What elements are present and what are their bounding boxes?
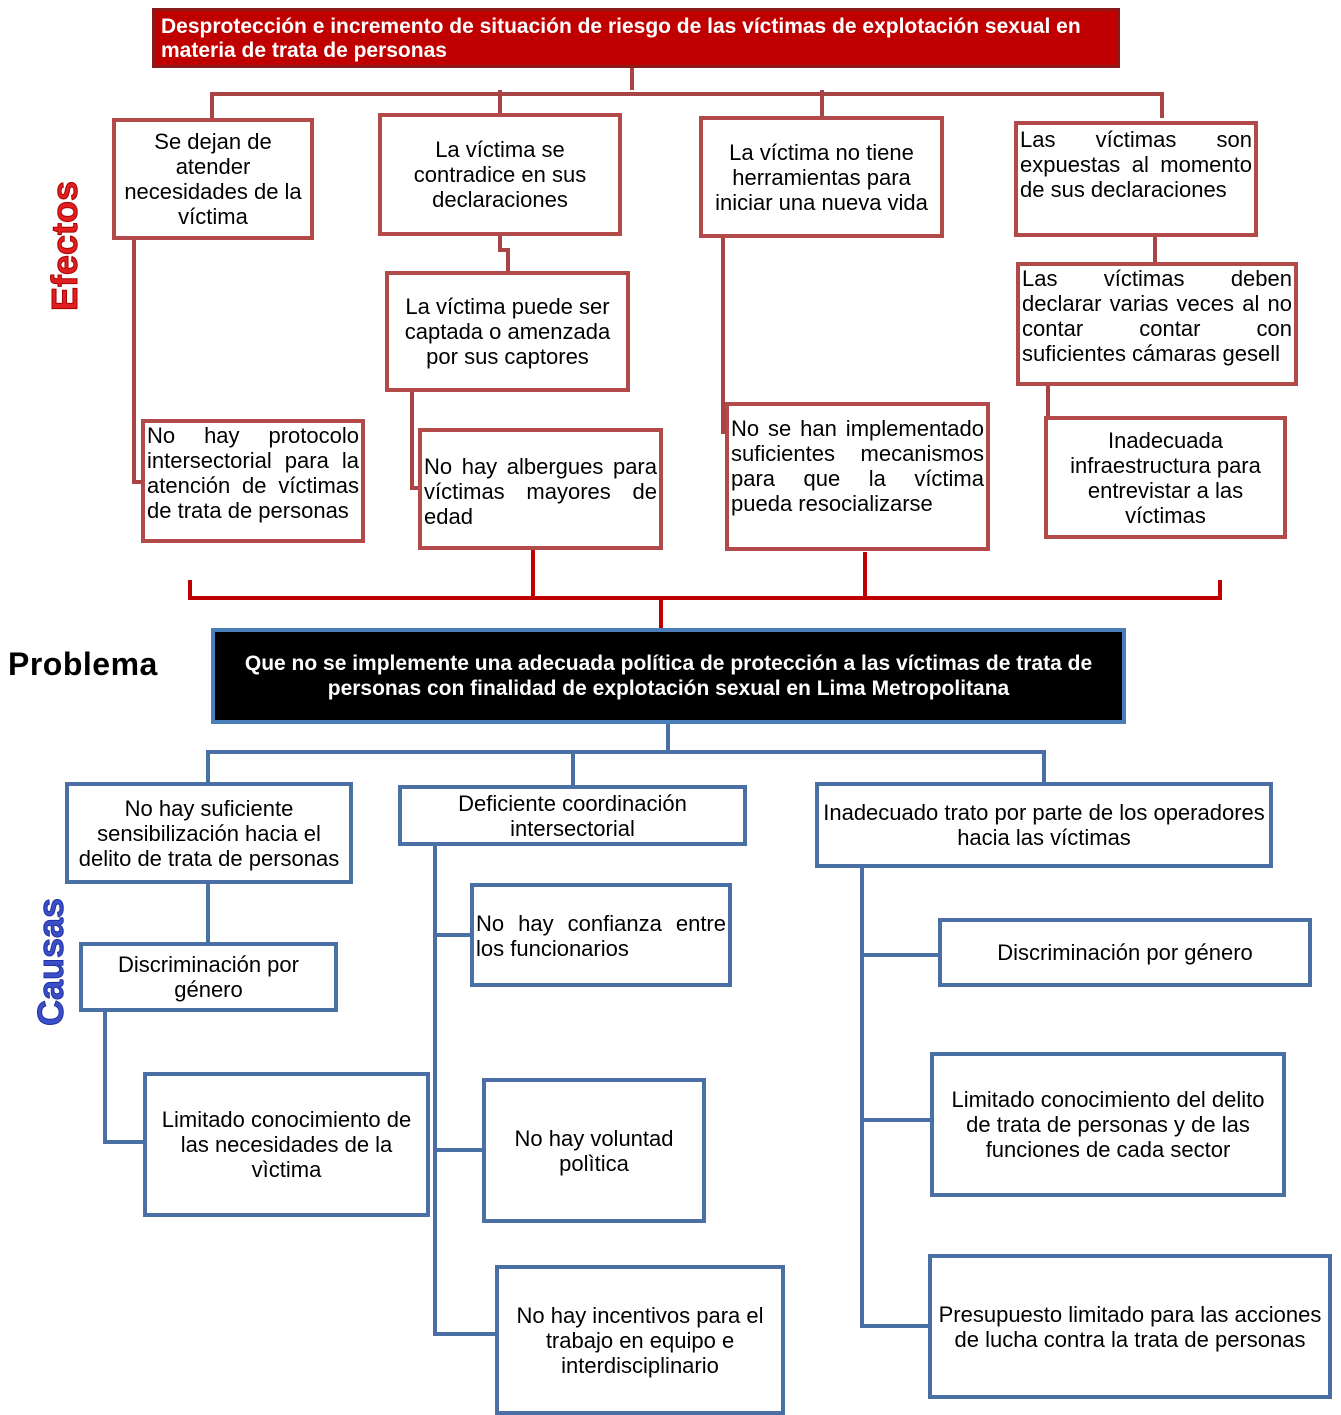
effect-middle-box: Las víctimas deben declarar varias veces… xyxy=(1016,262,1298,386)
effect-middle-box: La víctima puede ser captada o amenzada … xyxy=(385,271,630,392)
problema-label: Problema xyxy=(8,646,158,682)
cause-sub-box: Limitado conocimiento del delito de trat… xyxy=(930,1052,1286,1197)
effect-cause-box: No hay albergues para víctimas mayores d… xyxy=(418,428,663,550)
main-effect-title: Desprotección e incremento de situación … xyxy=(152,8,1120,68)
effect-cause-box: No se han implementado suficientes mecan… xyxy=(725,402,990,551)
cause-sub-box: No hay voluntad polìtica xyxy=(482,1078,706,1223)
effect-cause-box: Inadecuada infraestructura para entrevis… xyxy=(1044,416,1287,539)
cause-head-box: No hay suficiente sensibilización hacia … xyxy=(65,782,353,884)
effect-box: La víctima no tiene herramientas para in… xyxy=(699,116,944,238)
effect-box: La víctima se contradice en sus declarac… xyxy=(378,113,622,236)
cause-sub-box: Limitado conocimiento de las necesidades… xyxy=(143,1072,430,1217)
cause-sub-box: Discriminación por género xyxy=(938,918,1312,987)
effect-box: Las víctimas son expuestas al momento de… xyxy=(1014,121,1258,237)
effect-cause-box: No hay protocolo intersectorial para la … xyxy=(141,419,365,543)
cause-sub-box: No hay incentivos para el trabajo en equ… xyxy=(495,1265,785,1415)
effect-box: Se dejan de atender necesidades de la ví… xyxy=(112,118,314,240)
cause-sub-box: Discriminación por género xyxy=(79,942,338,1012)
causas-label: Causas xyxy=(30,897,72,1027)
cause-sub-box: No hay confianza entre los funcionarios xyxy=(470,883,732,987)
cause-sub-box: Presupuesto limitado para las acciones d… xyxy=(928,1254,1332,1399)
efectos-label: Efectos xyxy=(44,180,86,312)
cause-head-box: Inadecuado trato por parte de los operad… xyxy=(815,782,1273,868)
central-problem-box: Que no se implemente una adecuada políti… xyxy=(211,628,1126,724)
cause-head-box: Deficiente coordinación intersectorial xyxy=(398,785,747,846)
